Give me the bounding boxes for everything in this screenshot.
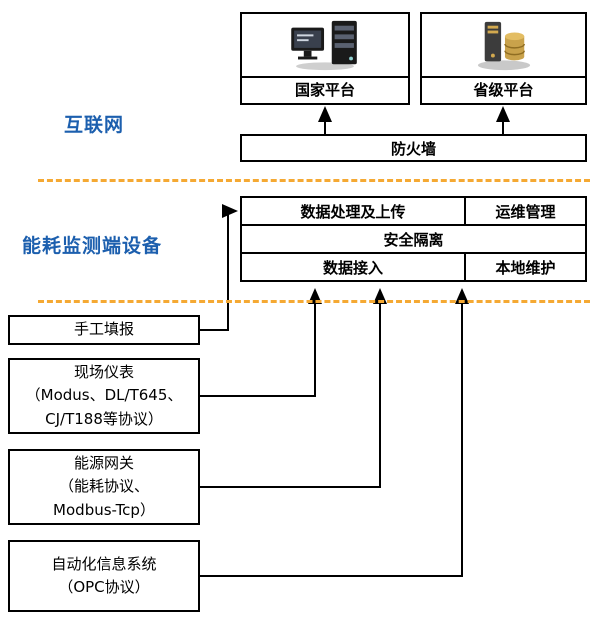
- boundary-line-device: [38, 300, 590, 303]
- automation-system-protocol: （OPC协议）: [58, 578, 150, 596]
- field-instruments-protocols-1: （Modus、DL/T645、: [25, 386, 183, 405]
- provincial-platform-label: 省级平台: [422, 76, 585, 103]
- provincial-platform-icon: [422, 14, 585, 76]
- energy-gateway-title: 能源网关: [73, 454, 134, 473]
- firewall-label: 防火墙: [390, 139, 436, 158]
- national-platform-node: 国家平台: [240, 12, 410, 105]
- energy-gateway-protocols-1: （能耗协议、: [58, 477, 149, 496]
- cell-data-processing-upload: 数据处理及上传: [240, 196, 466, 226]
- device-stack: 数据处理及上传 运维管理 安全隔离 数据接入 本地维护: [240, 196, 587, 282]
- cell-local-maintenance: 本地维护: [464, 252, 587, 282]
- cell-security-isolation: 安全隔离: [240, 224, 587, 254]
- source-automation-system: 自动化信息系统 （OPC协议）: [8, 540, 200, 612]
- national-platform-label: 国家平台: [242, 76, 408, 103]
- arrow-energy-gateway-to-data-access: [200, 288, 387, 488]
- internet-section-label: 互联网: [64, 114, 125, 136]
- source-energy-gateway: 能源网关 （能耗协议、 Modbus-Tcp）: [8, 449, 200, 525]
- source-manual-report: 手工填报: [8, 315, 200, 345]
- field-instruments-protocols-2: CJ/T188等协议）: [45, 409, 163, 428]
- provincial-platform-node: 省级平台: [420, 12, 587, 105]
- field-instruments-title: 现场仪表: [73, 363, 134, 382]
- cell-ops-management: 运维管理: [464, 196, 587, 226]
- arrow-automation-system-to-local-maintenance: [200, 288, 469, 577]
- automation-system-title: 自动化信息系统: [51, 554, 157, 573]
- firewall-node: 防火墙: [240, 134, 587, 162]
- national-platform-icon: [242, 14, 408, 76]
- source-manual-report-label: 手工填报: [73, 320, 134, 339]
- arrow-field-instruments-to-data-access: [200, 288, 322, 397]
- cell-data-access: 数据接入: [240, 252, 466, 282]
- source-field-instruments: 现场仪表 （Modus、DL/T645、 CJ/T188等协议）: [8, 358, 200, 434]
- boundary-line-internet: [38, 179, 590, 182]
- device-section-label: 能耗监测端设备: [22, 235, 163, 257]
- energy-gateway-protocols-2: Modbus-Tcp）: [53, 500, 155, 519]
- arrow-manual-to-data-processing: [200, 204, 238, 331]
